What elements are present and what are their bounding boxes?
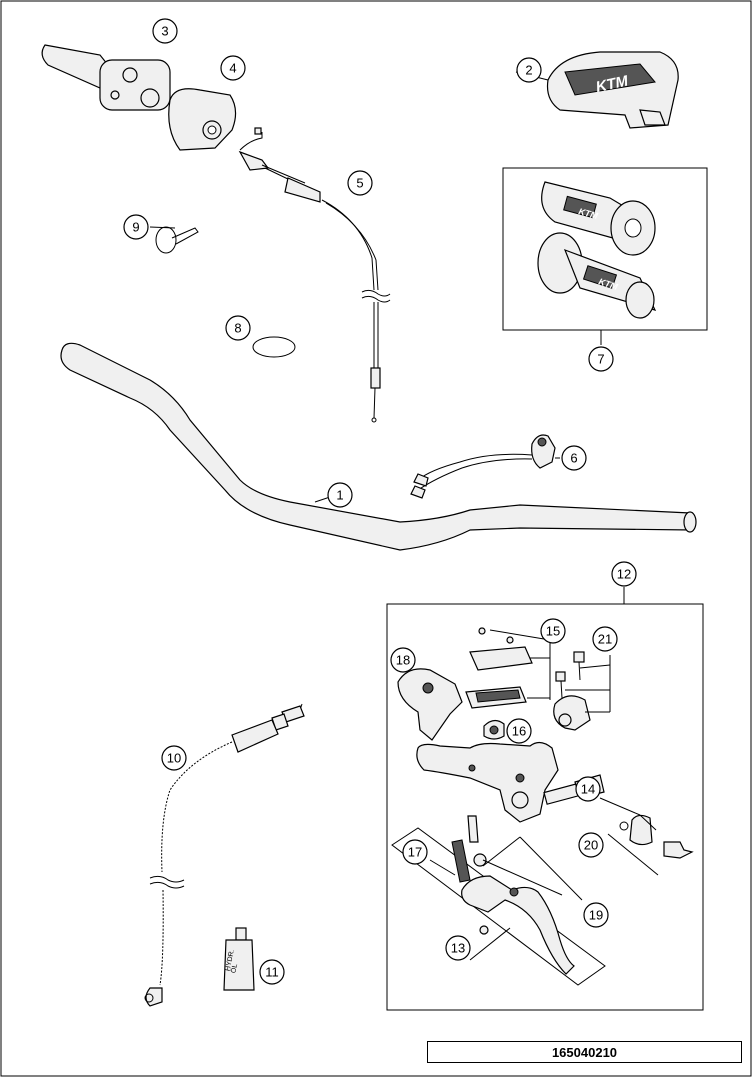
callout-12: 12: [611, 561, 637, 587]
callout-5: 5: [347, 170, 373, 196]
o-ring-part[interactable]: [252, 336, 296, 358]
svg-text:3: 3: [161, 24, 168, 39]
callout-7: 7: [588, 346, 614, 372]
callout-19: 19: [583, 902, 609, 928]
svg-text:17: 17: [408, 845, 422, 860]
handlebar-pad-part[interactable]: KTM: [546, 51, 679, 129]
callout-9: 9: [123, 214, 149, 240]
handlebar-part[interactable]: [60, 342, 697, 551]
svg-text:9: 9: [132, 220, 139, 235]
svg-text:7: 7: [597, 352, 604, 367]
pad-logo: KTM: [594, 72, 630, 95]
kill-switch-part[interactable]: [410, 434, 556, 499]
clutch-lever-part[interactable]: [451, 815, 575, 975]
svg-text:2: 2: [525, 63, 532, 78]
lever-box: [391, 827, 606, 986]
svg-text:18: 18: [396, 653, 410, 668]
svg-text:16: 16: [512, 724, 526, 739]
hydraulic-oil-bottle-part[interactable]: HYDR. ÖL: [223, 927, 255, 991]
grips-part[interactable]: KTM KTM: [537, 181, 657, 319]
callout-21: 21: [592, 626, 618, 652]
callout-14: 14: [575, 776, 601, 802]
svg-text:21: 21: [598, 632, 612, 647]
callout-1: 1: [327, 482, 353, 508]
upper-grip-logo: KTM: [577, 206, 599, 221]
callout-17: 17: [402, 839, 428, 865]
diaphragm-part[interactable]: [483, 719, 505, 740]
reservoir-cover-part[interactable]: [465, 627, 533, 709]
master-cylinder-body-part[interactable]: [416, 741, 559, 823]
master-cylinder-box: [386, 603, 704, 1011]
throttle-cable-part[interactable]: [238, 127, 391, 423]
svg-text:12: 12: [617, 567, 631, 582]
callout-15: 15: [540, 618, 566, 644]
lever-guard-part[interactable]: [397, 668, 463, 741]
svg-text:4: 4: [229, 61, 236, 76]
bottle-label-line2: ÖL: [229, 963, 239, 974]
callout-16: 16: [506, 718, 532, 744]
svg-text:1: 1: [336, 488, 343, 503]
callout-10: 10: [161, 745, 187, 771]
svg-text:11: 11: [265, 965, 279, 980]
callout-13: 13: [445, 935, 471, 961]
boot-part[interactable]: [619, 814, 694, 859]
grips-box: [502, 167, 708, 331]
throttle-grip-part[interactable]: [41, 44, 171, 111]
callout-6: 6: [561, 445, 587, 471]
callout-18: 18: [390, 647, 416, 673]
svg-text:14: 14: [581, 782, 595, 797]
callout-4: 4: [220, 55, 246, 81]
cable-tie-part[interactable]: [155, 226, 199, 254]
svg-text:15: 15: [546, 624, 560, 639]
svg-text:10: 10: [167, 751, 181, 766]
callout-11: 11: [259, 959, 285, 985]
svg-text:5: 5: [356, 176, 363, 191]
svg-text:19: 19: [589, 908, 603, 923]
svg-text:20: 20: [584, 838, 598, 853]
bottle-label-line1: HYDR.: [225, 949, 236, 972]
callout-3: 3: [152, 18, 178, 44]
svg-text:6: 6: [570, 451, 577, 466]
clamp-part[interactable]: [553, 651, 591, 731]
callout-2: 2: [516, 57, 542, 83]
callout-20: 20: [578, 832, 604, 858]
drawing-number: 165040210: [427, 1041, 742, 1063]
callout-8: 8: [225, 315, 251, 341]
clutch-line-part[interactable]: [144, 703, 305, 1007]
svg-text:8: 8: [234, 321, 241, 336]
svg-text:13: 13: [451, 941, 465, 956]
throttle-housing-part[interactable]: [168, 88, 237, 151]
